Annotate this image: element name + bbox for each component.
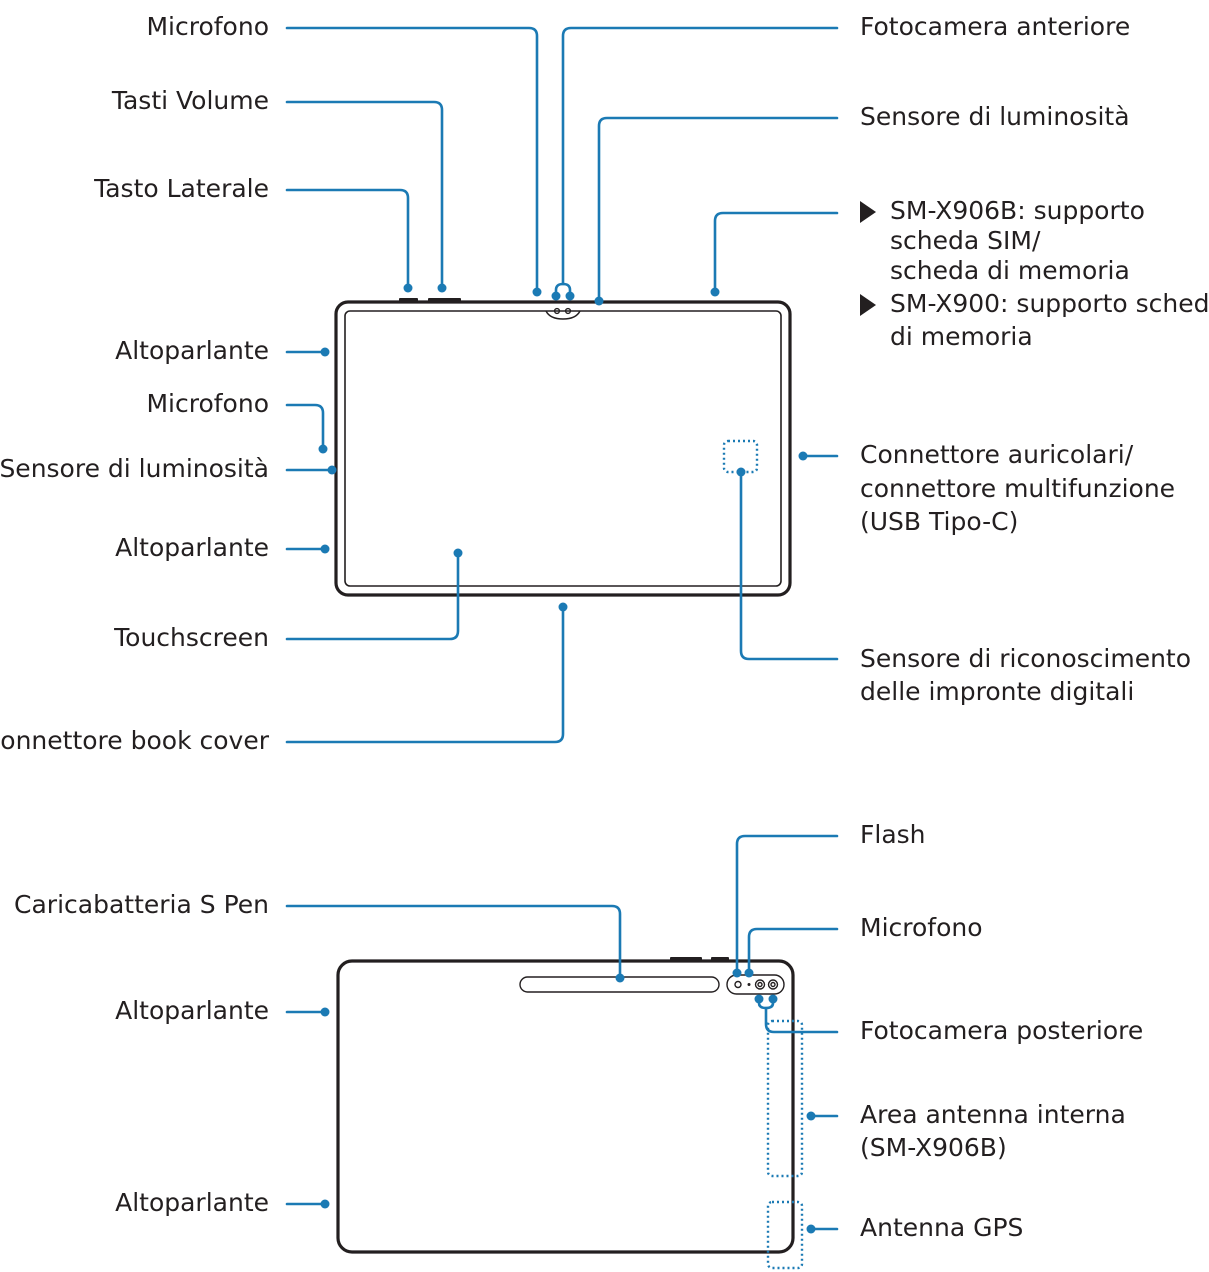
side-key-shape — [399, 298, 418, 303]
leader-altoparlante-back-bottom: Altoparlante — [115, 1188, 330, 1217]
label-sim-item1-line2: scheda SIM/ — [890, 226, 1041, 255]
label-sensore-luminosita-top: Sensore di luminosità — [860, 102, 1130, 131]
label-impronte-line1: Sensore di riconoscimento — [860, 644, 1191, 673]
leader-antenna-interna: Area antenna interna (SM-X906B) — [806, 1100, 1126, 1162]
front-camera-lens-icon — [553, 307, 561, 315]
leader-microfono-back: Microfono — [744, 913, 983, 978]
leader-fotocamera-anteriore: Fotocamera anteriore — [551, 12, 1130, 301]
leader-sensore-luminosita-top: Sensore di luminosità — [594, 102, 1130, 306]
label-altoparlante-back-bottom: Altoparlante — [115, 1188, 269, 1217]
label-connettore-book-cover: Connettore book cover — [0, 726, 270, 755]
label-antenna-gps: Antenna GPS — [860, 1213, 1023, 1242]
leader-altoparlante-back-top: Altoparlante — [115, 996, 330, 1025]
internal-antenna-area — [766, 1019, 804, 1178]
back-mic-hole-icon — [747, 983, 751, 986]
leader-sensore-luminosita-side: Sensore di luminosità — [0, 454, 337, 483]
tablet-back-body — [336, 959, 795, 1254]
label-antenna-interna-line2: (SM-X906B) — [860, 1133, 1007, 1162]
label-altoparlante-back-top: Altoparlante — [115, 996, 269, 1025]
label-altoparlante-front-top: Altoparlante — [115, 336, 269, 365]
leader-caricabatteria-spen: Caricabatteria S Pen — [14, 890, 625, 983]
label-tasti-volume: Tasti Volume — [111, 86, 269, 115]
rear-camera-lens-2-icon — [767, 979, 779, 990]
front-camera-notch — [545, 310, 581, 320]
label-microfono-top: Microfono — [146, 12, 269, 41]
label-connettore-line3: (USB Tipo-C) — [860, 507, 1018, 536]
label-antenna-interna-line1: Area antenna interna — [860, 1100, 1126, 1129]
label-microfono-side: Microfono — [146, 389, 269, 418]
label-altoparlante-front-bottom: Altoparlante — [115, 533, 269, 562]
volume-keys-shape — [428, 298, 461, 303]
leader-connettore-auricolari: Connettore auricolari/ connettore multif… — [798, 440, 1175, 536]
label-touchscreen: Touchscreen — [113, 623, 269, 652]
label-sensore-luminosita-side: Sensore di luminosità — [0, 454, 269, 483]
triangle-right-icon — [860, 294, 876, 316]
label-flash: Flash — [860, 820, 926, 849]
label-fotocamera-posteriore: Fotocamera posteriore — [860, 1016, 1143, 1045]
leader-antenna-gps: Antenna GPS — [806, 1213, 1023, 1242]
rear-camera-lens-1-inner-icon — [757, 981, 763, 988]
triangle-right-icon — [860, 201, 876, 223]
leader-tasti-volume: Tasti Volume — [111, 86, 447, 293]
label-microfono-back: Microfono — [860, 913, 983, 942]
leader-fotocamera-posteriore: Fotocamera posteriore — [754, 994, 1143, 1045]
rear-camera-lens-2-inner-icon — [770, 981, 776, 988]
leader-connettore-book-cover: Connettore book cover — [0, 602, 568, 755]
label-sim-item2-line2: di memoria — [890, 322, 1033, 351]
tablet-front-screen — [344, 310, 782, 587]
rear-camera-lens-1-icon — [754, 979, 766, 990]
leader-microfono-side: Microfono — [146, 389, 328, 454]
front-sensor-lens-icon — [564, 307, 572, 315]
leader-sim-tray: SM-X906B: supporto scheda SIM/ scheda di… — [710, 196, 1209, 351]
tablet-front-body — [334, 300, 792, 597]
leader-flash: Flash — [732, 820, 926, 978]
label-fotocamera-anteriore: Fotocamera anteriore — [860, 12, 1130, 41]
front-view: Microfono Tasti Volume Tasto Laterale Al… — [0, 12, 1209, 755]
label-impronte-line2: delle impronte digitali — [860, 677, 1134, 706]
label-sim-item2-line1: SM-X900: supporto scheda — [890, 289, 1209, 318]
label-connettore-line1: Connettore auricolari/ — [860, 440, 1134, 469]
back-view: Caricabatteria S Pen Altoparlante Altopa… — [14, 820, 1143, 1270]
label-caricabatteria-spen: Caricabatteria S Pen — [14, 890, 269, 919]
leader-altoparlante-front-bottom: Altoparlante — [115, 533, 330, 562]
flash-icon — [734, 980, 742, 989]
gps-antenna-area — [766, 1200, 804, 1270]
label-sim-item1-line1: SM-X906B: supporto — [890, 196, 1145, 225]
camera-module — [726, 974, 785, 995]
label-tasto-laterale: Tasto Laterale — [93, 174, 269, 203]
leader-microfono-top: Microfono — [146, 12, 542, 297]
label-sim-item1-line3: scheda di memoria — [890, 256, 1130, 285]
leader-sensore-impronte: Sensore di riconoscimento delle impronte… — [736, 467, 1191, 706]
leader-altoparlante-front-top: Altoparlante — [115, 336, 330, 365]
leader-tasto-laterale: Tasto Laterale — [93, 174, 413, 293]
label-connettore-line2: connettore multifunzione — [860, 474, 1175, 503]
leader-touchscreen: Touchscreen — [113, 548, 463, 652]
